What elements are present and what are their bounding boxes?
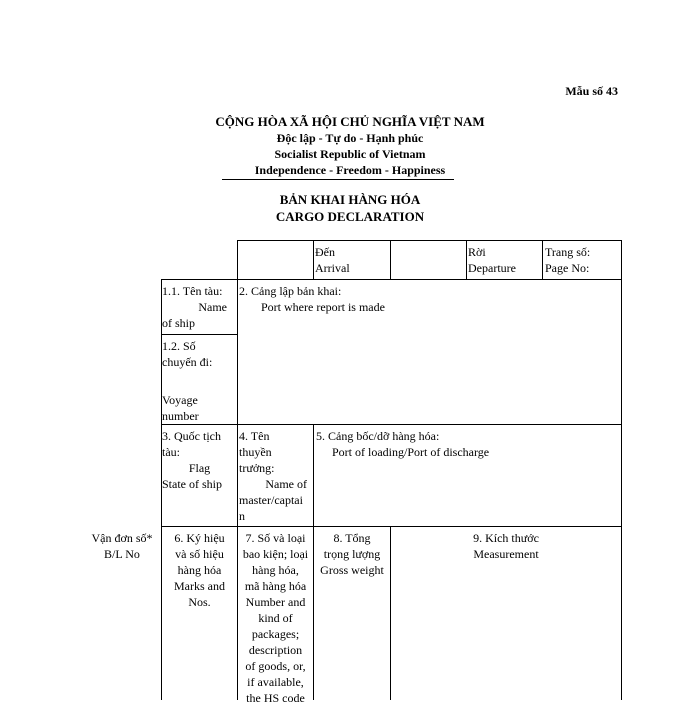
grid-line [237,240,622,241]
packages-line: description [248,643,303,657]
packages-line: 7. Số và loại [245,531,306,545]
departure-label-en: Departure [468,261,516,275]
ship-name-label-vn: 1.1. Tên tàu: [162,284,223,298]
country-name-vn: CỘNG HÒA XÃ HỘI CHỦ NGHĨA VIỆT NAM [215,114,485,129]
grid-line [161,334,238,335]
page-number-field: Trang số: Page No: [545,244,621,276]
measure-line: 9. Kích thước [473,531,539,545]
port-report-label-vn: 2. Cảng lập bản khai: [239,284,342,298]
form-number: Mẫu số 43 [565,84,618,98]
departure-label-vn: Rời [468,245,486,259]
bl-number-column-header: Vận đơn số* B/L No [82,530,162,562]
master-label-en-2: master/captai [239,493,303,507]
master-name-field: 4. Tên thuyền trưởng: Name of master/cap… [239,428,313,524]
port-loading-label-vn: 5. Cảng bốc/dỡ hàng hóa: [316,429,440,443]
arrival-label-vn: Đến [315,245,335,259]
marks-line: và số hiệu [175,547,224,561]
grid-line [313,424,314,700]
grid-line [313,240,314,280]
master-label-vn-2: thuyền [239,445,272,459]
gross-weight-column-header: 8. Tổng trọng lượng Gross weight [314,530,390,578]
bl-label-vn: Vận đơn số* [91,531,153,545]
packages-line: the HS code [246,691,305,705]
measurement-column-header: 9. Kích thước Measurement [391,530,621,562]
grid-line [542,240,543,280]
grid-line [161,279,162,700]
voyage-label-vn-2: chuyến đi: [162,355,213,369]
marks-line: hàng hóa [177,563,222,577]
packages-line: Number and [245,595,306,609]
ship-name-label-en: Name [198,300,227,314]
master-label-en: Name of [265,477,307,491]
port-loading-label-en: Port of loading/Port of discharge [332,445,490,459]
packages-line: bao kiện; loại [242,547,309,561]
packages-line: kind of [258,611,293,625]
gross-line: trọng lượng [323,547,381,561]
bl-label-en: B/L No [104,547,140,561]
packages-line: if available, [247,675,304,689]
grid-line [237,240,238,700]
port-report-field: 2. Cảng lập bản khai: Port where report … [239,283,619,315]
departure-field: Rời Departure [468,244,540,276]
form-title-en: CARGO DECLARATION [275,209,425,224]
packages-line: hàng hóa, [252,563,299,577]
gross-line: Gross weight [320,563,384,577]
measure-line: Measurement [473,547,539,561]
master-label-vn: 4. Tên [239,429,270,443]
master-label-vn-3: trưởng: [239,461,275,475]
master-label-en-3: n [239,509,245,523]
packages-line: mã hàng hóa [244,579,307,593]
grid-line [466,240,467,280]
gross-line: 8. Tổng [333,531,371,545]
form-title-vn: BẢN KHAI HÀNG HÓA [279,192,421,207]
voyage-number-field: 1.2. Số chuyến đi: Voyage number [162,338,237,424]
packages-line: of goods, or, [245,659,306,673]
grid-line [390,526,391,700]
arrival-field: Đến Arrival [315,244,387,276]
grid-line [390,240,391,280]
flag-label-en-2: State of ship [162,477,222,491]
flag-label-en: Flag [188,461,211,475]
voyage-label-vn: 1.2. Số [162,339,196,353]
country-name-en: Socialist Republic of Vietnam [274,147,426,161]
ship-name-label-en-2: of ship [162,316,195,330]
voyage-label-en: Voyage [162,393,198,407]
packages-column-header: 7. Số và loại bao kiện; loại hàng hóa, m… [238,530,313,706]
page-label-en: Page No: [545,261,590,275]
arrival-label-en: Arrival [315,261,350,275]
port-report-label-en: Port where report is made [261,300,385,314]
voyage-label-en-2: number [162,409,199,423]
header-divider [222,179,454,180]
marks-column-header: 6. Ký hiệu và số hiệu hàng hóa Marks and… [162,530,237,610]
marks-line: 6. Ký hiệu [174,531,225,545]
grid-line [621,240,622,700]
flag-state-field: 3. Quốc tịch tàu: Flag State of ship [162,428,237,492]
ship-name-field: 1.1. Tên tàu: Name of ship [162,283,237,331]
grid-line [161,279,622,280]
motto-en: Independence - Freedom - Happiness [254,163,446,177]
marks-line: Marks and [174,579,225,593]
flag-label-vn-2: tàu: [162,445,180,459]
packages-line: packages; [251,627,300,641]
grid-line [161,526,622,527]
grid-line [161,424,622,425]
flag-label-vn: 3. Quốc tịch [162,429,221,443]
marks-line: Nos. [188,595,211,609]
motto-vn: Độc lập - Tự do - Hạnh phúc [276,131,424,145]
port-loading-field: 5. Cảng bốc/dỡ hàng hóa: Port of loading… [316,428,620,460]
page-label-vn: Trang số: [545,245,591,259]
